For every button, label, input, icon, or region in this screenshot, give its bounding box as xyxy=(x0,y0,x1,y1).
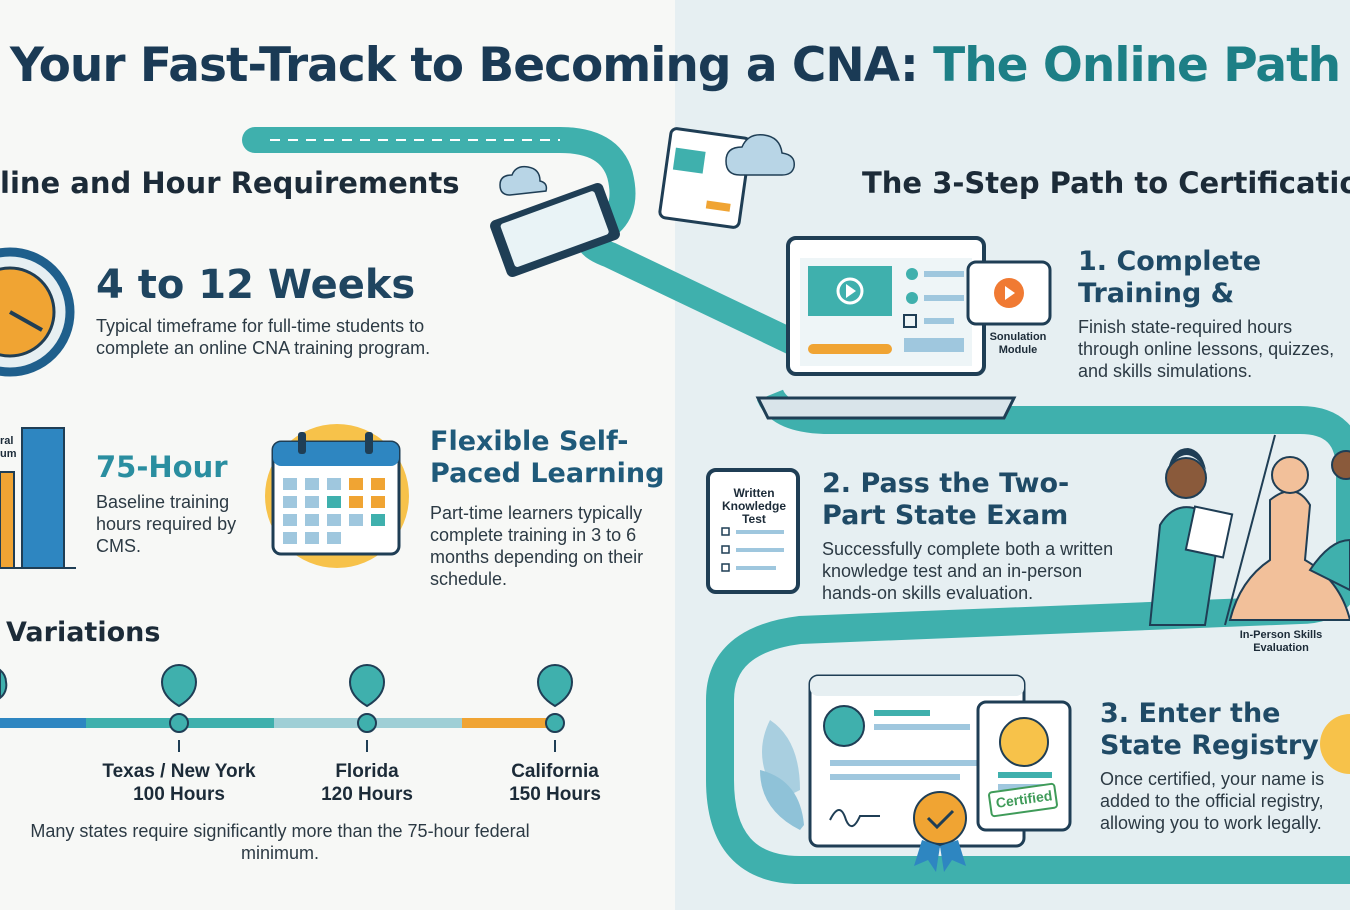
state-hours: 120 Hours xyxy=(321,784,413,805)
step3-description: Once certified, your name is added to th… xyxy=(1100,769,1325,833)
skills-evaluation-label: In-Person Skills Evaluation xyxy=(1239,629,1323,654)
state-name: Florida xyxy=(335,761,399,782)
nurse-illustration xyxy=(1148,434,1350,626)
flex-heading: Flexible Self-Paced Learning xyxy=(430,426,665,489)
step3-heading: 3. Enter the State Registry xyxy=(1100,698,1319,761)
title-main: Your Fast-Track to Becoming a CNA: xyxy=(9,38,919,93)
path-section-title: The 3-Step Path to Certification xyxy=(862,166,1350,200)
written-test-label: Written Knowledge Test xyxy=(721,486,786,526)
state-name: California xyxy=(511,761,599,782)
state-florida: Florida 120 Hours xyxy=(277,760,457,806)
weeks-description: Typical timeframe for full-time students… xyxy=(96,316,431,358)
browser-window-icon xyxy=(658,127,752,229)
title-accent: The Online Path xyxy=(933,38,1341,93)
weeks-heading: 4 to 12 Weeks xyxy=(96,262,416,308)
step1-description: Finish state-required hours through onli… xyxy=(1078,317,1335,381)
tablet-icon xyxy=(490,182,620,278)
state-california: California 150 Hours xyxy=(465,760,645,806)
clock-icon xyxy=(0,247,75,377)
test-tablet-icon xyxy=(706,468,800,594)
hours-heading: 75-Hour xyxy=(96,450,228,484)
federal-bar-label: ral um xyxy=(0,435,17,460)
state-timeline xyxy=(0,664,574,752)
cloud-icon xyxy=(499,134,795,196)
flex-description: Part-time learners typically complete tr… xyxy=(430,503,644,589)
step2-description: Successfully complete both a written kno… xyxy=(822,539,1114,603)
state-name: Texas / New York xyxy=(102,761,256,782)
simulation-module-label: Sonulation Module xyxy=(989,331,1047,356)
step1-heading: 1. Complete Training & Coursework xyxy=(1078,246,1262,312)
bar-chart-icon xyxy=(0,427,76,569)
state-hours: 150 Hours xyxy=(509,784,601,805)
state-hours: 100 Hours xyxy=(133,784,225,805)
certificate-illustration xyxy=(760,674,1350,872)
calendar-icon xyxy=(265,424,409,568)
variations-note: Many states require significantly more t… xyxy=(30,821,530,863)
laptop-icon xyxy=(755,236,1052,420)
variations-title: Variations xyxy=(6,617,161,648)
timeline-section-title: line and Hour Requirements xyxy=(0,166,460,200)
page-title: Your Fast-Track to Becoming a CNA: The O… xyxy=(0,38,1350,93)
hours-description: Baseline training hours required by CMS. xyxy=(96,492,237,556)
step2-heading: 2. Pass the Two-Part State Exam xyxy=(822,468,1070,531)
state-texas-newyork: Texas / New York 100 Hours xyxy=(89,760,269,806)
